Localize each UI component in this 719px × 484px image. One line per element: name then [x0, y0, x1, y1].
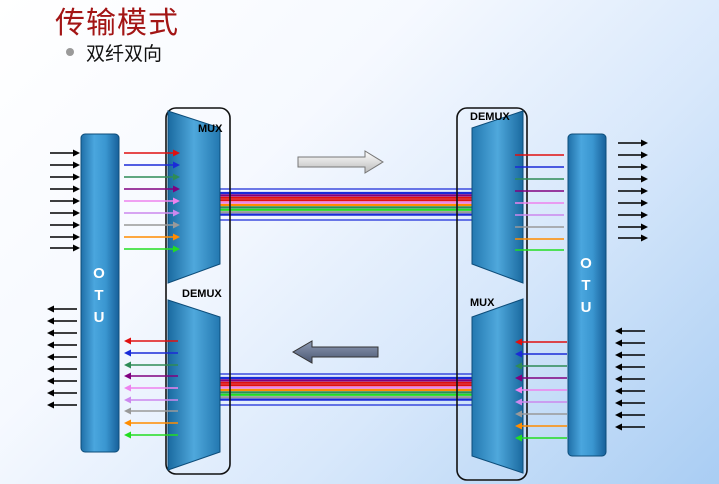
input-left-head-0 — [73, 149, 80, 157]
chan-bottom-right-head-6 — [515, 410, 522, 418]
input-left-head-1 — [73, 161, 80, 169]
chan-bottom-right-head-4 — [515, 386, 522, 394]
output-right-head-0 — [641, 139, 648, 147]
chan-top-left-head-2 — [173, 173, 180, 181]
output-left-head-5 — [47, 365, 54, 373]
input-left-head-2 — [73, 173, 80, 181]
right-node-frame — [456, 107, 528, 481]
chan-top-left-head-7 — [173, 233, 180, 241]
output-left-head-7 — [47, 389, 54, 397]
input-right-head-3 — [615, 363, 622, 371]
demux-bottom-left — [167, 299, 221, 471]
output-right-head-3 — [641, 175, 648, 183]
input-right-head-8 — [615, 423, 622, 431]
bullet-icon — [66, 48, 74, 56]
output-left-head-0 — [47, 305, 54, 313]
chan-bottom-left-head-4 — [124, 384, 131, 392]
chan-top-left-head-8 — [173, 245, 180, 253]
output-right-head-5 — [641, 199, 648, 207]
chan-bottom-left-head-1 — [124, 349, 131, 357]
page-title: 传输模式 — [55, 6, 179, 41]
output-right-head-2 — [641, 163, 648, 171]
chan-bottom-right-head-2 — [515, 362, 522, 370]
input-right-head-2 — [615, 351, 622, 359]
mux-bottom-right — [471, 298, 524, 474]
direction-arrow-left — [292, 340, 379, 364]
bullet-item: 双纤双向 — [66, 40, 163, 65]
chan-bottom-right-head-7 — [515, 422, 522, 430]
chan-top-left-head-4 — [173, 197, 180, 205]
chan-bottom-left-head-8 — [124, 431, 131, 439]
chan-top-left-head-5 — [173, 209, 180, 217]
input-right-head-0 — [615, 327, 622, 335]
chan-top-left-head-6 — [173, 221, 180, 229]
chan-bottom-left-head-0 — [124, 337, 131, 345]
output-right-head-1 — [641, 151, 648, 159]
output-left-head-8 — [47, 401, 54, 409]
demux-top-right-label: DEMUX — [470, 111, 510, 123]
mux-top-left — [167, 110, 221, 284]
chan-top-left-head-0 — [173, 149, 180, 157]
output-right-head-4 — [641, 187, 648, 195]
chan-bottom-right-head-3 — [515, 374, 522, 382]
chan-bottom-left-head-7 — [124, 419, 131, 427]
output-left-head-4 — [47, 353, 54, 361]
input-left-head-7 — [73, 233, 80, 241]
mux-bottom-right-label: MUX — [470, 297, 495, 309]
output-right-head-7 — [641, 223, 648, 231]
output-right-head-6 — [641, 211, 648, 219]
input-left-head-5 — [73, 209, 80, 217]
chan-bottom-right-head-0 — [515, 338, 522, 346]
direction-arrow-right — [297, 150, 384, 174]
demux-bottom-left-label: DEMUX — [182, 288, 222, 300]
input-left-head-6 — [73, 221, 80, 229]
input-right-head-6 — [615, 399, 622, 407]
chan-top-left-head-1 — [173, 161, 180, 169]
bullet-text: 双纤双向 — [86, 42, 163, 65]
otu-right-box — [567, 133, 607, 457]
chan-bottom-right-head-1 — [515, 350, 522, 358]
output-left-head-3 — [47, 341, 54, 349]
output-left-head-6 — [47, 377, 54, 385]
mux-top-left-label: MUX — [198, 123, 223, 135]
chan-top-left-head-3 — [173, 185, 180, 193]
output-right-head-8 — [641, 234, 648, 242]
chan-bottom-right-head-8 — [515, 434, 522, 442]
output-left-head-2 — [47, 329, 54, 337]
chan-bottom-right-head-5 — [515, 398, 522, 406]
demux-top-right — [471, 110, 524, 284]
chan-bottom-left-head-5 — [124, 396, 131, 404]
input-left-head-3 — [73, 185, 80, 193]
input-left-head-4 — [73, 197, 80, 205]
chan-bottom-left-head-3 — [124, 372, 131, 380]
input-left-head-8 — [73, 244, 80, 252]
chan-bottom-left-head-2 — [124, 361, 131, 369]
input-right-head-5 — [615, 387, 622, 395]
input-right-head-1 — [615, 339, 622, 347]
input-right-head-7 — [615, 411, 622, 419]
output-left-head-1 — [47, 317, 54, 325]
otu-left-box — [80, 133, 120, 453]
chan-bottom-left-head-6 — [124, 407, 131, 415]
left-node-frame — [165, 107, 231, 475]
input-right-head-4 — [615, 375, 622, 383]
